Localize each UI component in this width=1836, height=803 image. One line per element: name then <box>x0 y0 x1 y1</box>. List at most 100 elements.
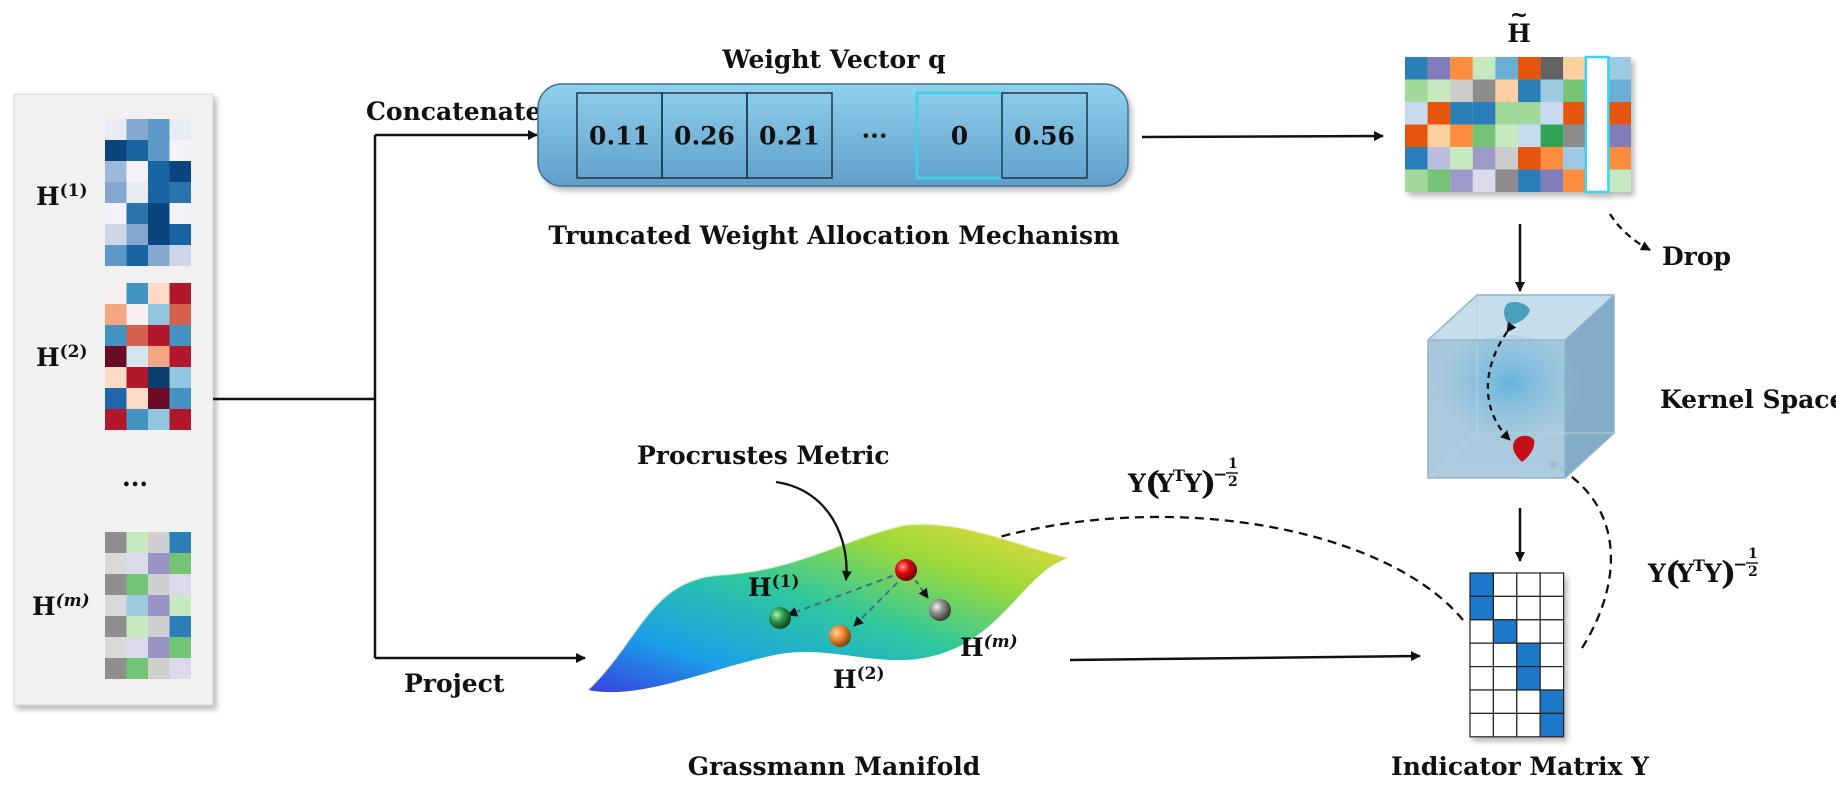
heat-cell <box>126 224 148 245</box>
heat-cell <box>169 224 191 245</box>
weights-to-htilde-arrow <box>1141 131 1384 142</box>
h2-label: H(2) <box>36 342 88 372</box>
indicator-cell <box>1516 595 1541 621</box>
grassmann-manifold-group: Procrustes Metric H(1) H(2) H(m) Grassma… <box>587 441 1069 781</box>
indicator-cell <box>1492 619 1518 644</box>
connector-lines <box>213 130 1613 663</box>
h-tilde-cell <box>1495 124 1518 147</box>
formula-y-tail: Y <box>1703 559 1723 588</box>
heat-cell <box>105 161 127 182</box>
weight-cell-value: 0.26 <box>674 122 735 151</box>
manifold-top-edge <box>587 523 1069 691</box>
ball-red <box>895 559 917 581</box>
heat-cell <box>126 283 148 304</box>
heat-cell <box>105 304 127 325</box>
distance-to-h2 <box>853 574 906 627</box>
heat-cell <box>126 637 148 658</box>
h-tilde-cell <box>1540 147 1564 170</box>
heat-cell <box>148 245 170 266</box>
cube-right-face <box>1565 295 1614 478</box>
h-tilde-cell <box>1495 102 1518 125</box>
h-tilde-cell <box>1563 169 1586 192</box>
formula-exp-sign: − <box>1733 555 1747 575</box>
formula-y: Y <box>1127 469 1147 498</box>
heat-cell <box>126 388 148 409</box>
cube-back-edge-d <box>1427 432 1478 479</box>
dropped-column <box>1584 55 1610 194</box>
h-tilde-cell <box>1472 79 1496 102</box>
h-tilde-cell <box>1405 57 1428 80</box>
indicator-cell <box>1469 572 1494 597</box>
manifold-surface <box>588 524 1068 693</box>
ellipsis-label: ... <box>122 463 148 492</box>
heat-cell <box>105 532 127 553</box>
heat-cell <box>126 161 148 182</box>
heat-cell <box>105 140 127 161</box>
heat-cell <box>148 388 170 409</box>
heat-cell <box>105 346 127 367</box>
formula-exp-den: 2 <box>1228 474 1238 490</box>
heat-cell <box>148 532 170 553</box>
h-tilde-cell <box>1450 124 1473 147</box>
procrustes-metric-label: Procrustes Metric <box>637 441 890 470</box>
formula-y: Y <box>1647 559 1667 588</box>
h-tilde-cell <box>1427 102 1451 125</box>
indicator-cell <box>1516 619 1541 644</box>
heat-cell <box>126 140 148 161</box>
heat-cell <box>169 283 191 304</box>
indicator-cell <box>1492 595 1518 621</box>
indicator-cell <box>1492 572 1518 597</box>
heat-cell <box>148 553 170 574</box>
formula-exp-num: 1 <box>1748 546 1758 562</box>
manifold-h1-label: H(1) <box>748 572 800 602</box>
h-tilde-accent: ~ <box>1510 2 1528 28</box>
h-tilde-cell <box>1495 57 1518 80</box>
h-tilde-cell <box>1495 147 1518 170</box>
heat-cell <box>105 224 127 245</box>
h-tilde-cell <box>1450 79 1473 102</box>
view-matrices-panel: H(1) H(2) ... H(m) <box>13 93 214 706</box>
heat-cell <box>148 574 170 595</box>
h-tilde-cell <box>1540 57 1564 80</box>
heat-cell <box>105 637 127 658</box>
h-tilde-cell <box>1450 147 1473 170</box>
heat-cell <box>126 367 148 388</box>
heat-cell <box>148 409 170 430</box>
h-tilde-cell <box>1450 169 1473 192</box>
ball-gray <box>929 599 951 621</box>
heat-cell <box>169 161 191 182</box>
indicator-matrix <box>1469 572 1565 738</box>
heat-cell <box>126 245 148 266</box>
indicator-cell <box>1469 595 1494 621</box>
heat-cell <box>126 325 148 346</box>
weight-cell-value: 0.11 <box>589 122 650 151</box>
h-tilde-cell <box>1608 124 1631 147</box>
h-tilde-cell <box>1540 169 1564 192</box>
h1-matrix <box>105 119 191 266</box>
h-tilde-cell <box>1563 124 1586 147</box>
formula-exp-den: 2 <box>1748 564 1758 580</box>
kernel-space-label: Kernel Space <box>1660 385 1836 414</box>
indicator-matrix-group: Indicator Matrix Y <box>1391 572 1650 781</box>
heat-cell <box>126 304 148 325</box>
weight-cell-value: 0.21 <box>759 122 820 151</box>
heat-cell <box>169 574 191 595</box>
heat-cell <box>105 658 127 679</box>
cube-outline <box>1427 294 1615 479</box>
formula-close-paren: ) <box>1201 464 1216 502</box>
kernel-point-blue <box>1504 302 1530 325</box>
heat-cell <box>126 182 148 203</box>
h2-matrix <box>105 283 191 430</box>
indicator-cell <box>1492 689 1518 714</box>
manifold-hm-label: H(m) <box>960 632 1018 662</box>
manifold-h2-label: H(2) <box>833 664 885 694</box>
indicator-cell <box>1539 712 1565 738</box>
h-tilde-cell <box>1495 79 1518 102</box>
heat-cell <box>148 616 170 637</box>
indicator-cell <box>1539 689 1565 714</box>
heat-cell <box>126 595 148 616</box>
